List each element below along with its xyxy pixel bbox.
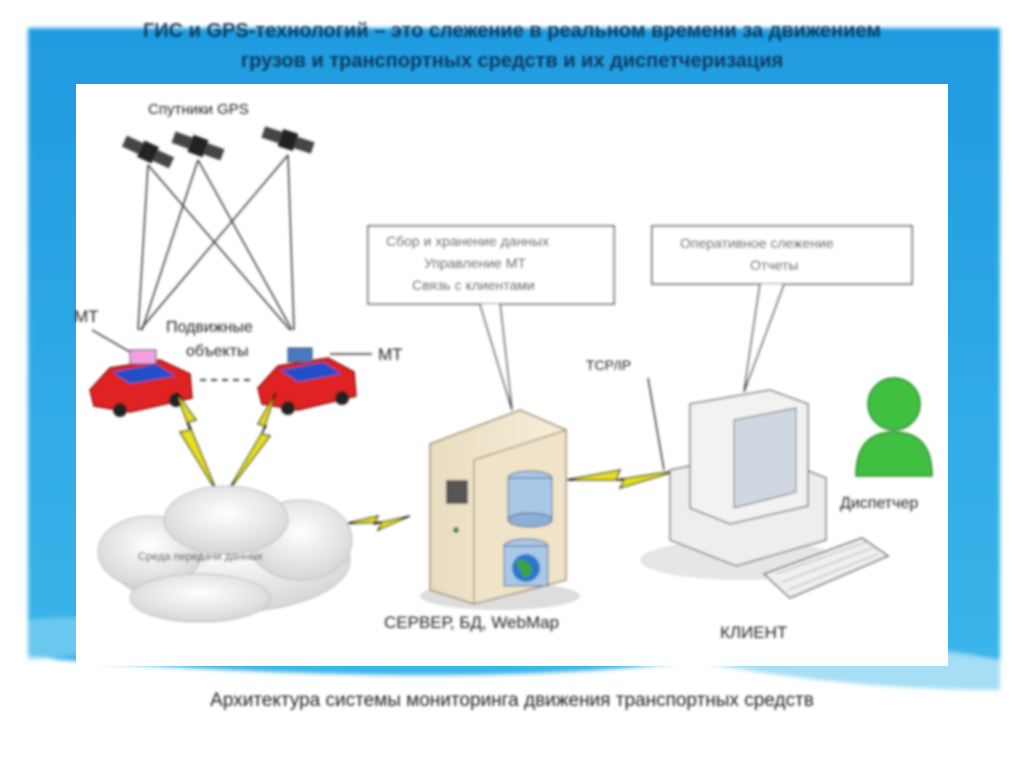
protocol-pointer (647, 377, 665, 471)
server-callout-box (367, 225, 615, 305)
mt-left-label: МТ (74, 307, 99, 326)
satellite-icon (171, 131, 225, 161)
globe-icon (503, 538, 549, 587)
satellite-icon (121, 135, 175, 169)
server-callout-tail (479, 303, 513, 411)
network-label: Среда передачи данных (138, 551, 263, 563)
client-callout-tail (743, 283, 785, 393)
mobile-objects-label-line2: объекты (186, 343, 248, 360)
car-icon (257, 347, 357, 415)
slide-title-line2: грузов и транспортных средств и их диспе… (240, 50, 784, 72)
server-label: СЕРВЕР, БД, WebMap (384, 613, 559, 632)
mt-right-label: МТ (378, 345, 403, 364)
cloud-icon (97, 485, 353, 623)
client-callout-line2: Отчеты (750, 257, 798, 273)
server-callout-line3: Связь с клиентами (412, 277, 535, 293)
mt-left-pointer (91, 329, 131, 353)
slide-title: ГИС и GPS-технологий – это слежение в ре… (40, 16, 984, 76)
slide-title-line1: ГИС и GPS-технологий – это слежение в ре… (142, 20, 882, 42)
gps-signal-lines (137, 154, 295, 331)
client-callout-line1: Оперативное слежение (680, 235, 834, 251)
computer-icon (640, 389, 890, 599)
car-icon (89, 349, 193, 417)
client-label: КЛИЕНТ (720, 623, 787, 642)
satellite-icon (261, 126, 315, 154)
server-callout-line2: Управление МТ (424, 255, 526, 271)
server-icon (420, 409, 580, 610)
protocol-label: TCP/IP (586, 357, 631, 373)
satellites-label: Спутники GPS (148, 101, 249, 118)
dispatcher-label: Диспетчер (840, 495, 918, 512)
user-icon (855, 377, 933, 477)
client-callout-box (651, 225, 913, 285)
database-icon (507, 470, 553, 528)
slide-caption: Архитектура системы мониторинга движения… (210, 690, 814, 711)
mobile-objects-label-line1: Подвижные (166, 319, 253, 336)
server-callout-line1: Сбор и хранение данных (386, 233, 549, 249)
